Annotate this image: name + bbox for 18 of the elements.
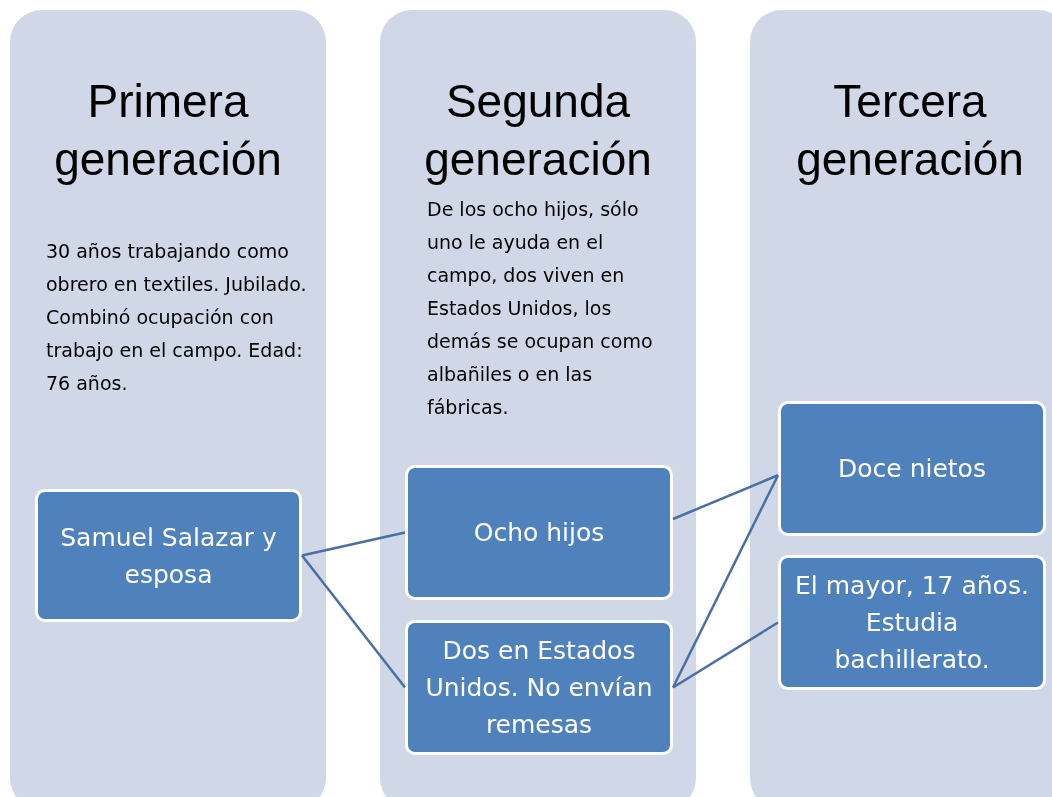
connector-line [672,621,779,689]
person-box: Samuel Salazar y esposa [35,489,302,622]
column-title: Segunda generación [423,74,653,187]
column-description: De los ocho hijos, sólo uno le ayuda en el campo, dos viven en Estados Unidos, los demás se ocupan como albañiles o en las fábricas. [427,197,654,420]
column-panel [380,10,696,797]
person-box: Ocho hijos [405,465,673,600]
person-box: El mayor, 17 años. Estudia bachillerato. [778,555,1046,690]
column-title: Tercera generación [795,74,1025,187]
connector-line [301,554,406,689]
column-panel [750,10,1052,797]
person-box: Doce nietos [778,401,1046,536]
column-panel [10,10,326,797]
person-box: Dos en Estados Unidos. No envían remesas [405,620,673,755]
column-title: Primera generación [53,74,283,187]
connector-line [301,531,406,557]
column-description: 30 años trabajando como obrero en textiles. Jubilado. Combinó ocupación con trabajo en el campo. Edad: 76 años. [46,239,308,396]
connector-line [672,474,779,521]
connector-line [671,474,780,689]
